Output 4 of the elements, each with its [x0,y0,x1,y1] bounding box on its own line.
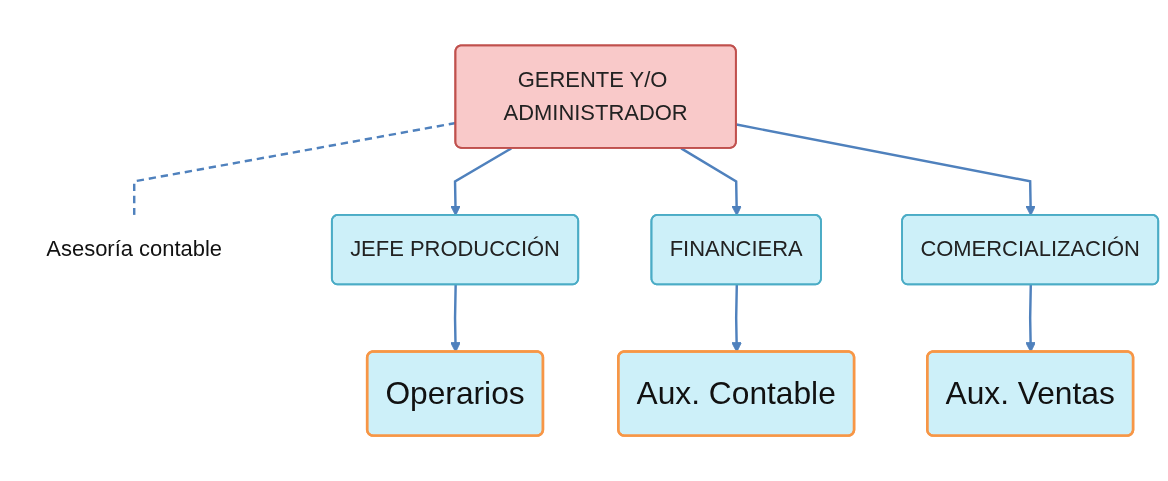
arrow [680,147,742,216]
arrow [736,123,1036,216]
node-text: Asesoría contable [46,236,223,262]
arrow [450,147,512,216]
